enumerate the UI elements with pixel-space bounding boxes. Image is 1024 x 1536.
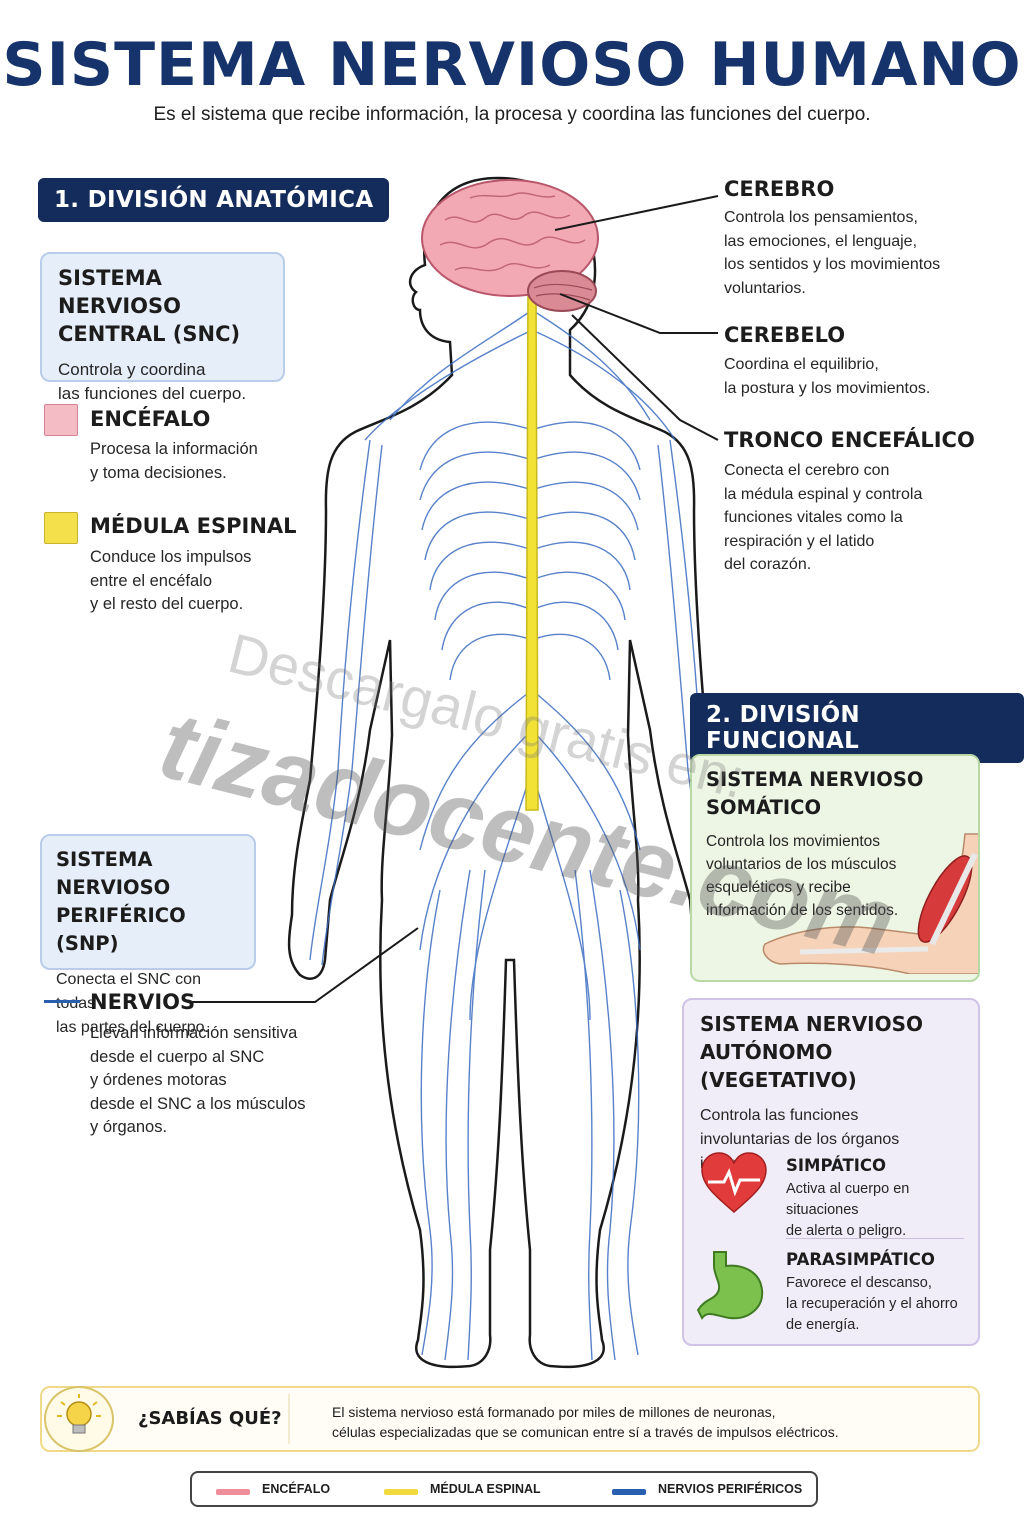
- legend: ENCÉFALO MÉDULA ESPINAL NERVIOS PERIFÉRI…: [190, 1471, 818, 1507]
- arm-muscle-icon: [762, 833, 978, 974]
- cerebro-text: Controla los pensamientos,las emociones,…: [724, 209, 941, 297]
- nervios-title: NERVIOS: [90, 990, 196, 1014]
- simpatico-title: SIMPÁTICO: [786, 1156, 887, 1175]
- medula-swatch: [44, 512, 78, 544]
- medula-title: MÉDULA ESPINAL: [90, 514, 297, 538]
- legend-medula-swatch: [384, 1489, 418, 1495]
- anatomica-heading: 1. DIVISIÓN ANATÓMICA: [38, 178, 390, 222]
- encefalo-title: ENCÉFALO: [90, 407, 211, 431]
- legend-nervios-label: NERVIOS PERIFÉRICOS: [658, 1482, 803, 1496]
- cerebelo-text: Coordina el equilibrio,la postura y los …: [724, 356, 931, 397]
- lightbulb-badge: [44, 1386, 114, 1452]
- legend-nervios-swatch: [612, 1489, 646, 1495]
- brain-folds: [439, 192, 586, 272]
- sabias-divider: [288, 1394, 290, 1444]
- nervios-line-swatch: [44, 1000, 80, 1003]
- sabias-title: ¿SABÍAS QUÉ?: [138, 1408, 282, 1429]
- sabias-box: ¿SABÍAS QUÉ? El sistema nervioso está fo…: [40, 1386, 980, 1452]
- simpatico-block: SIMPÁTICO Activa al cuerpo en situacione…: [786, 1156, 978, 1242]
- stomach-icon: [696, 1251, 764, 1320]
- human-body-figure: [287, 176, 733, 1369]
- lightbulb-icon: [57, 1394, 101, 1434]
- page-subtitle: Es el sistema que recibe información, la…: [153, 104, 871, 125]
- parasimpatico-text: Favorece el descanso,la recuperación y e…: [786, 1275, 958, 1333]
- parasimpatico-title: PARASIMPÁTICO: [786, 1250, 935, 1269]
- encefalo-swatch: [44, 404, 78, 436]
- divider: [786, 1238, 964, 1239]
- parasimpatico-block: PARASIMPÁTICO Favorece el descanso,la re…: [786, 1250, 958, 1336]
- cerebelo-title: CEREBELO: [724, 323, 846, 347]
- sabias-text: El sistema nervioso está formanado por m…: [332, 1404, 839, 1440]
- tronco-title: TRONCO ENCEFÁLICO: [724, 428, 975, 452]
- page-title: SISTEMA NERVIOSO HUMANO: [2, 30, 1022, 100]
- legend-encefalo-swatch: [216, 1489, 250, 1495]
- legend-medula-label: MÉDULA ESPINAL: [430, 1482, 541, 1496]
- cerebro-title: CEREBRO: [724, 177, 835, 201]
- heart-icon: [701, 1152, 767, 1213]
- funcional-heading: 2. DIVISIÓN FUNCIONAL: [690, 693, 1024, 763]
- legend-encefalo-label: ENCÉFALO: [262, 1482, 331, 1496]
